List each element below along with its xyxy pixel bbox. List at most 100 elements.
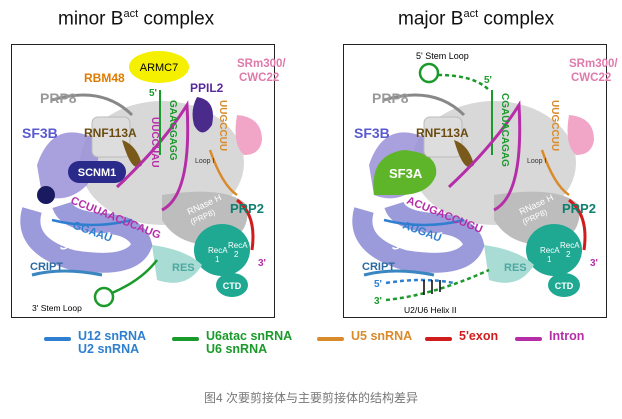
srm300-label-1: SRm300/ [569,58,618,70]
rnf113a-shape [423,116,463,158]
srm300-label-2: CWC22 [571,72,611,84]
rnf113a-label: RNF113A [416,126,469,140]
legend-text-u6: U6atac snRNA U6 snRNA [206,330,292,356]
legend-u5: U5 snRNA [317,330,412,343]
rnf113a-label: RNF113A [84,126,137,140]
ctd-shape [548,273,580,297]
reca2-label-1: RecA [560,241,580,250]
u2-helix-strand [385,278,455,285]
u5-seq: UUGCCUU [217,100,228,151]
rnf113a-tail [122,140,142,168]
legend-intron-label: Intron [549,329,585,343]
cript-label: CRIPT [30,261,63,273]
sf3b155-shape [20,200,153,273]
res-shape [484,245,534,283]
legend-exon-label: 5'exon [459,329,499,343]
reca1-label-2: 1 [215,255,220,264]
helix-basepairs [423,280,441,295]
prp2-label: PRP2 [562,201,596,216]
prp2-shape [526,224,582,276]
u2-5-label: 5' [374,279,382,290]
armc7-label: ARMC7 [140,62,179,74]
res-label: RES [504,262,527,274]
major-bact-title: major Bact complex [398,8,555,30]
loop1-label: Loop I [527,158,547,165]
legend-exon: 5'exon [425,330,498,343]
u12-line [51,218,133,227]
legend-u12-u2: U12 snRNA U2 snRNA [44,330,146,356]
reca1-label-1: RecA [208,246,228,255]
legend-swatch-exon [425,337,452,341]
loop1-label: Loop I [195,158,215,165]
intron-line [447,100,522,212]
helix-label: U2/U6 Helix II [404,305,456,315]
ctd-shape [216,273,248,297]
prp8-label: PRP8 [40,90,77,106]
u6atac-seq-2: UUCCUAU [149,117,160,168]
legend-u12-label: U12 snRNA [78,329,147,343]
srm300-shape [235,115,262,155]
legend-intron: Intron [515,330,584,343]
cript-line [31,269,103,277]
major-complex-diagram: 5' Stem Loop 5' PRP8 SF3B RNF113A SF3A S… [352,51,618,315]
legend-swatch-u12 [44,337,71,341]
sf3a-label: SF3A [389,166,423,181]
exon-line [236,198,255,251]
legend-swatch-u6 [172,337,199,341]
u6-tail [111,259,158,295]
reca1-label-1: RecA [540,246,560,255]
u6-5-tail [437,73,490,91]
legend-text-u12-u2: U12 snRNA U2 snRNA [78,330,146,356]
rnf113a-tail [454,140,474,168]
prp2-shape [194,224,250,276]
prp8-arrow [51,93,134,117]
major-complex-panel: 5' Stem Loop 5' PRP8 SF3B RNF113A SF3A S… [343,44,618,318]
figure-caption: 图4 次要剪接体与主要剪接体的结构差异 [203,391,418,405]
rnf113a-shape [91,116,131,158]
legend-swatch-intron [515,337,542,341]
stem-loop-5-label: 5' Stem Loop [416,51,469,61]
armc7-shape [129,51,189,83]
sf3b-label: SF3B [22,125,58,141]
sf3a-shape [373,150,437,195]
intron-3-label: 3' [258,258,266,269]
scnm1-cap [37,186,55,204]
stem-loop-5 [418,62,440,84]
reca2-label-1: RecA [228,241,248,250]
u5-seq: UUGCCUU [549,100,560,151]
scnm1-label: SCNM1 [78,167,117,179]
ctd-label: CTD [223,281,242,291]
minor-complex-diagram: ARMC7 RBM48 PPIL2 PRP8 SF3B RNF113A SCNM… [20,51,286,313]
res-shape [152,245,202,283]
u5-line [540,149,570,197]
u5-line [208,149,238,197]
exon-line [568,198,587,251]
rna-legend: U12 snRNA U2 snRNA U6atac snRNA U6 snRNA… [0,330,622,362]
u6atac-seq: GAAGGAGG [167,100,178,161]
prp8-label: PRP8 [372,90,409,106]
minor-complex-panel: ARMC7 RBM48 PPIL2 PRP8 SF3B RNF113A SCNM… [11,44,286,318]
scnm1-shape [68,161,126,183]
srm300-label-2: CWC22 [239,72,279,84]
reca1-label-2: 1 [547,255,552,264]
u6-seq: CGAUACAGAG [499,93,510,167]
minor-bact-title: minor Bact complex [58,8,215,30]
ppil2-label: PPIL2 [190,81,224,95]
prp8-arrow [383,93,466,117]
srm300-label-1: SRm300/ [237,58,286,70]
u6atac-5-label: 5' [149,88,157,99]
rbm48-label: RBM48 [84,71,125,85]
reca2-label-2: 2 [566,250,571,259]
u6-5-label: 5' [484,75,492,86]
cript-line [363,269,435,277]
prp2-label: PRP2 [230,201,264,216]
sf3b-label: SF3B [354,125,390,141]
res-label: RES [172,262,195,274]
intron-3-label: 3' [590,258,598,269]
u2-line [383,218,465,227]
legend-u5-label: U5 snRNA [351,329,413,343]
reca2-label-2: 2 [234,250,239,259]
srm300-shape [567,115,594,155]
legend-swatch-u5 [317,337,344,341]
u6-helix-strand [385,268,490,302]
